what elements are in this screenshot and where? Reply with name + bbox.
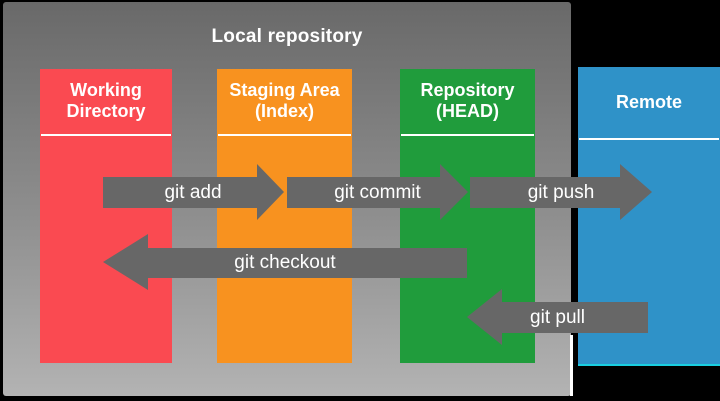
working-directory-label-line1: Working [70,80,142,100]
working-directory-underline [41,134,171,136]
git-push-arrow: git push [470,164,652,220]
git-commit-label: git commit [334,182,421,203]
git-pull-arrowhead-icon [467,289,502,345]
working-directory-box: Working Directory [40,69,172,363]
git-commit-arrow-shaft [287,177,440,208]
staging-area-label: Staging Area (Index) [217,69,352,133]
git-commit-arrow: git commit [287,164,468,220]
remote-label-line1: Remote [615,91,682,112]
staging-area-box: Staging Area (Index) [217,69,352,363]
git-add-arrowhead-icon [257,164,284,220]
remote-underline [579,138,719,140]
git-pull-arrow: git pull [467,289,648,345]
local-repository-title: Local repository [211,26,363,47]
git-add-arrow-shaft [103,177,257,208]
git-push-arrow-shaft [470,177,620,208]
git-checkout-label: git checkout [234,252,336,273]
remote-label: Remote [578,67,720,137]
working-directory-label-line2: Directory [66,101,146,121]
staging-area-underline [218,134,351,136]
git-pull-label: git pull [530,307,585,328]
git-add-label: git add [164,182,222,203]
working-directory-label: Working Directory [40,69,172,133]
git-checkout-arrow-shaft [147,248,467,278]
git-checkout-arrow: git checkout [103,234,467,290]
repository-underline [401,134,534,136]
repository-label: Repository (HEAD) [400,69,535,133]
git-add-arrow: git add [103,164,284,220]
repository-label-line1: Repository [420,80,515,100]
git-push-arrowhead-icon [620,164,652,220]
staging-area-label-line1: Staging Area [229,80,340,100]
git-pull-arrow-shaft [501,302,648,333]
staging-area-label-line2: (Index) [254,101,314,121]
repository-label-line2: (HEAD) [436,101,499,121]
git-commit-arrowhead-icon [440,164,468,220]
git-checkout-arrowhead-icon [103,234,148,290]
panel-right-edge-line [570,335,573,396]
git-push-label: git push [527,182,595,203]
